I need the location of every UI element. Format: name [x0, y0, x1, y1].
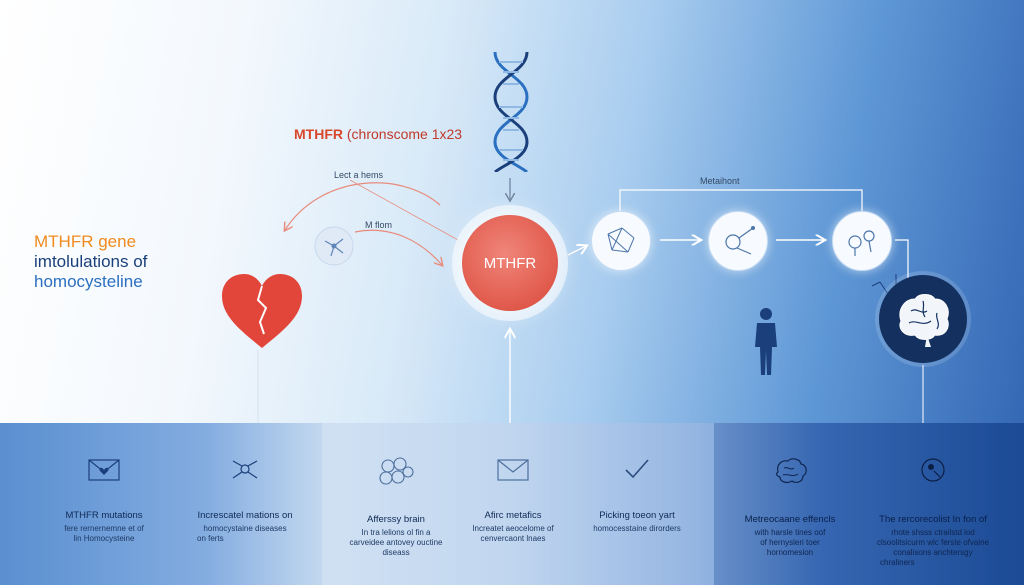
- chromosome-location: (chronscome 1x23: [346, 126, 463, 142]
- column-4-heading: Afirc metafics: [484, 510, 542, 521]
- bottom-column-6: Metreocaane effencls with harsle tines o…: [720, 456, 860, 558]
- column-2-text-2: on ferts: [197, 534, 224, 543]
- arc-arrow-upper: [285, 182, 441, 230]
- arc-arrow-lower: [354, 229, 442, 265]
- column-7-text-4: chraliners: [880, 558, 915, 567]
- column-3-text-3: diseass: [382, 548, 410, 557]
- broken-heart-icon: [222, 274, 302, 348]
- column-1-text-1: fere rernernemne et of: [64, 524, 144, 533]
- mthfr-center-node: MTHFR: [462, 215, 558, 311]
- bottom-summary-band: [0, 423, 1024, 585]
- arrow-label-top: Lect a hems: [334, 170, 384, 180]
- mthfr-center-label: MTHFR: [483, 254, 537, 272]
- diagram-title: MTHFR gene imtolulations of homocystelin…: [34, 232, 147, 292]
- small-molecule-icon: [314, 226, 354, 266]
- column-7-text-1: rhote shsss ctrailstd lod: [891, 528, 975, 537]
- column-1-text-2: lin Homocysteine: [73, 534, 135, 543]
- bottom-column-5: Picking toeon yart homocesstaine dirorde…: [567, 456, 707, 534]
- bottom-column-1: MTHFR mutations fere rernernemne et of l…: [34, 456, 174, 544]
- column-4-text-1: Increatet aeocelome of: [472, 524, 554, 533]
- column-3-text-1: In tra lelions ol fin a: [361, 528, 431, 537]
- title-line-2: imtolulations of: [34, 252, 148, 271]
- pathway-bracket: [619, 189, 863, 212]
- column-2-heading: Increscatel mations on: [197, 510, 293, 521]
- band-panel-light: [322, 423, 714, 585]
- column-6-text-2: of hernysleri toer: [760, 538, 820, 547]
- bottom-column-2: Increscatel mations on homocystaine dise…: [175, 456, 315, 544]
- column-7-text-2: clsoolitsicurm wlc ferste ofvaine: [876, 538, 990, 547]
- title-line-3: homocysteline: [34, 272, 143, 291]
- bottom-column-7: The rercorecolist In fon of rhote shsss …: [858, 456, 1008, 568]
- envelope-heart-icon: [88, 459, 120, 481]
- column-7-text-3: conalisons anchtersgy: [893, 548, 973, 557]
- dna-helix-icon: [493, 52, 529, 172]
- envelope-icon: [497, 459, 529, 481]
- column-6-text-1: with harsle tines oof: [754, 528, 826, 537]
- column-5-heading: Picking toeon yart: [599, 510, 675, 521]
- checkmark-icon: [625, 459, 649, 479]
- pathway-node-3: [832, 211, 892, 271]
- column-1-heading: MTHFR mutations: [65, 510, 143, 521]
- column-2-text-1: homocystaine diseases: [203, 524, 287, 533]
- column-6-heading: Metreocaane effencls: [744, 514, 836, 525]
- cells-cluster-icon: [379, 457, 414, 485]
- title-line-1: MTHFR gene: [34, 232, 137, 251]
- pathway-node-1: [591, 211, 651, 271]
- column-4-text-2: cenvercaont lnaes: [480, 534, 546, 543]
- node3-to-brain-line: [895, 239, 909, 278]
- column-3-heading: Afferssy brain: [367, 514, 425, 525]
- chromosome-label: MTHFR (chronscome 1x23: [294, 126, 462, 142]
- column-3-text-2: carveidee antovey ouctine: [349, 538, 443, 547]
- brain-icon: [899, 294, 949, 347]
- brain-node: [879, 275, 967, 363]
- column-6-text-3: hornomesion: [766, 548, 814, 557]
- pathway-label: Metaihont: [700, 176, 740, 186]
- mthfr-to-node1-arrow: [567, 246, 586, 256]
- column-7-heading: The rercorecolist In fon of: [879, 514, 987, 525]
- chromosome-gene: MTHFR: [294, 126, 343, 142]
- arrow-label-mid: M flom: [365, 220, 392, 230]
- metabolite-icon: [848, 230, 875, 256]
- molecular-network-icon: [607, 227, 635, 253]
- bottom-column-4: Afirc metafics Increatet aeocelome of ce…: [443, 456, 583, 544]
- pathway-node-2: [708, 211, 768, 271]
- bottom-column-3: Afferssy brain In tra lelions ol fin a c…: [326, 456, 466, 558]
- column-5-text-1: homocesstaine dirorders: [593, 524, 681, 533]
- label-connector: [349, 179, 459, 241]
- person-icon: [755, 308, 777, 375]
- molecule-icon: [232, 460, 258, 479]
- head-profile-icon: [921, 458, 945, 482]
- band-panel-dark: [714, 423, 1024, 585]
- brain-icon: [776, 458, 807, 483]
- enzyme-reaction-icon: [725, 226, 755, 255]
